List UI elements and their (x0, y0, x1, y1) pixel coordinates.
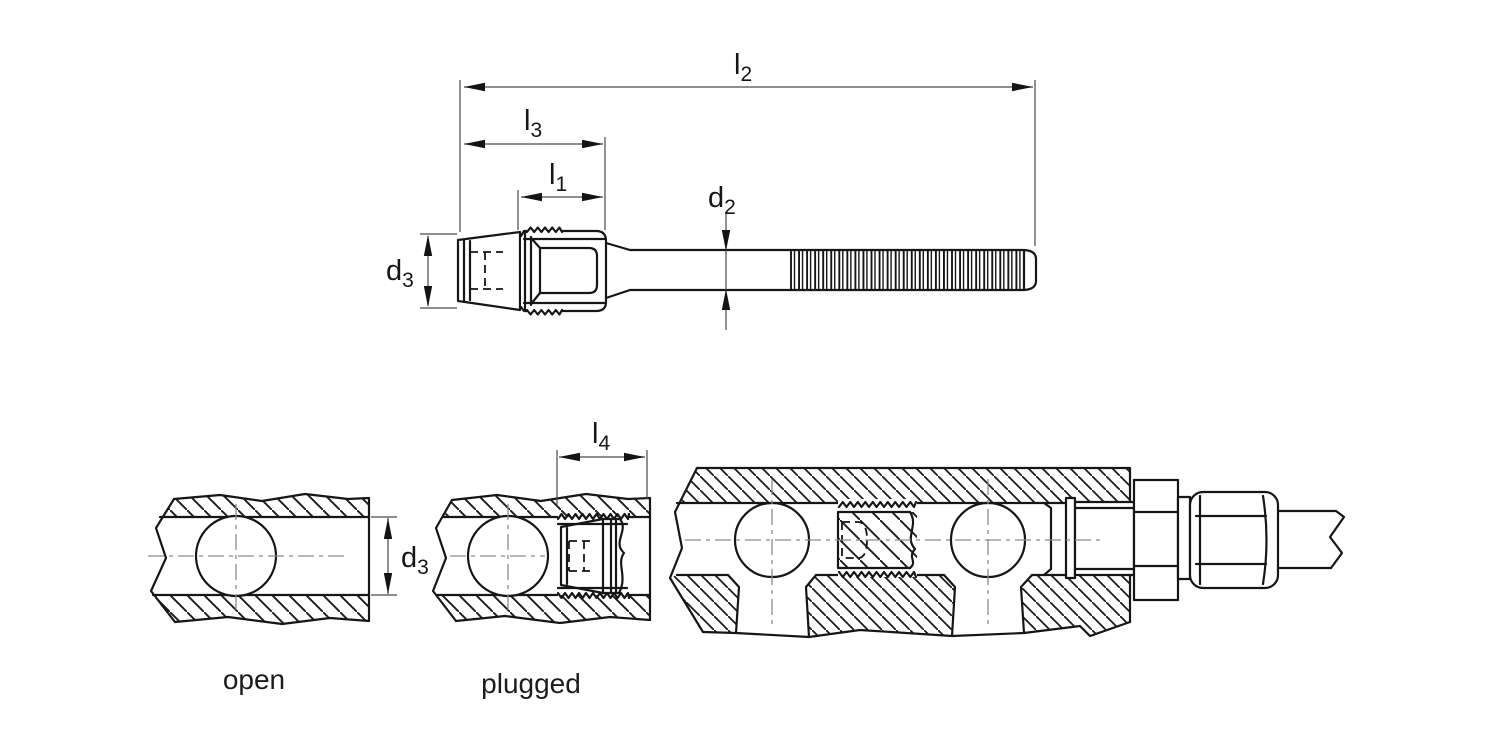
l4-arrowheads (559, 452, 645, 462)
free-plug-side-view (456, 226, 1038, 316)
expanded-end-break-edge (908, 510, 917, 570)
installed-plug (556, 512, 631, 600)
caption-open: open (223, 664, 285, 695)
dim-label-l4: l4 (592, 418, 610, 455)
expander-cone (456, 230, 522, 312)
dim-label-d2: d2 (708, 182, 736, 219)
dim-label-l3: l3 (524, 105, 542, 142)
expanded-end-break-edge (617, 517, 626, 595)
dimension-arrowheads (423, 82, 1033, 310)
sleeve-serration-bottom (525, 308, 564, 316)
fitting-hex-collar (1132, 478, 1180, 602)
cone-internal-bore-hidden-lines (469, 251, 503, 290)
fitting (1042, 478, 1346, 602)
dim-label-d3-bore: d3 (401, 542, 429, 579)
tube-with-break (1276, 509, 1346, 570)
d3-arrowheads (383, 518, 393, 594)
fitting-washer (1176, 495, 1192, 581)
thread-section (790, 250, 1021, 290)
dim-label-l1: l1 (549, 159, 567, 196)
sleeve-serration-top (525, 226, 564, 234)
dim-label-l2: l2 (734, 49, 752, 86)
bore-open-section: d3 (148, 492, 429, 626)
caption-plugged: plugged (481, 668, 581, 699)
dimensioning-top: l2 l3 l1 d2 d3 (386, 49, 1036, 330)
installed-plug-sectioned (836, 499, 918, 579)
fitting-spigot (1073, 500, 1136, 577)
dim-label-d3-free: d3 (386, 255, 414, 292)
bore-plugged-section: l4 (431, 418, 652, 625)
manifold-assembly-section (668, 466, 1346, 639)
fitting-flange (1064, 496, 1077, 580)
